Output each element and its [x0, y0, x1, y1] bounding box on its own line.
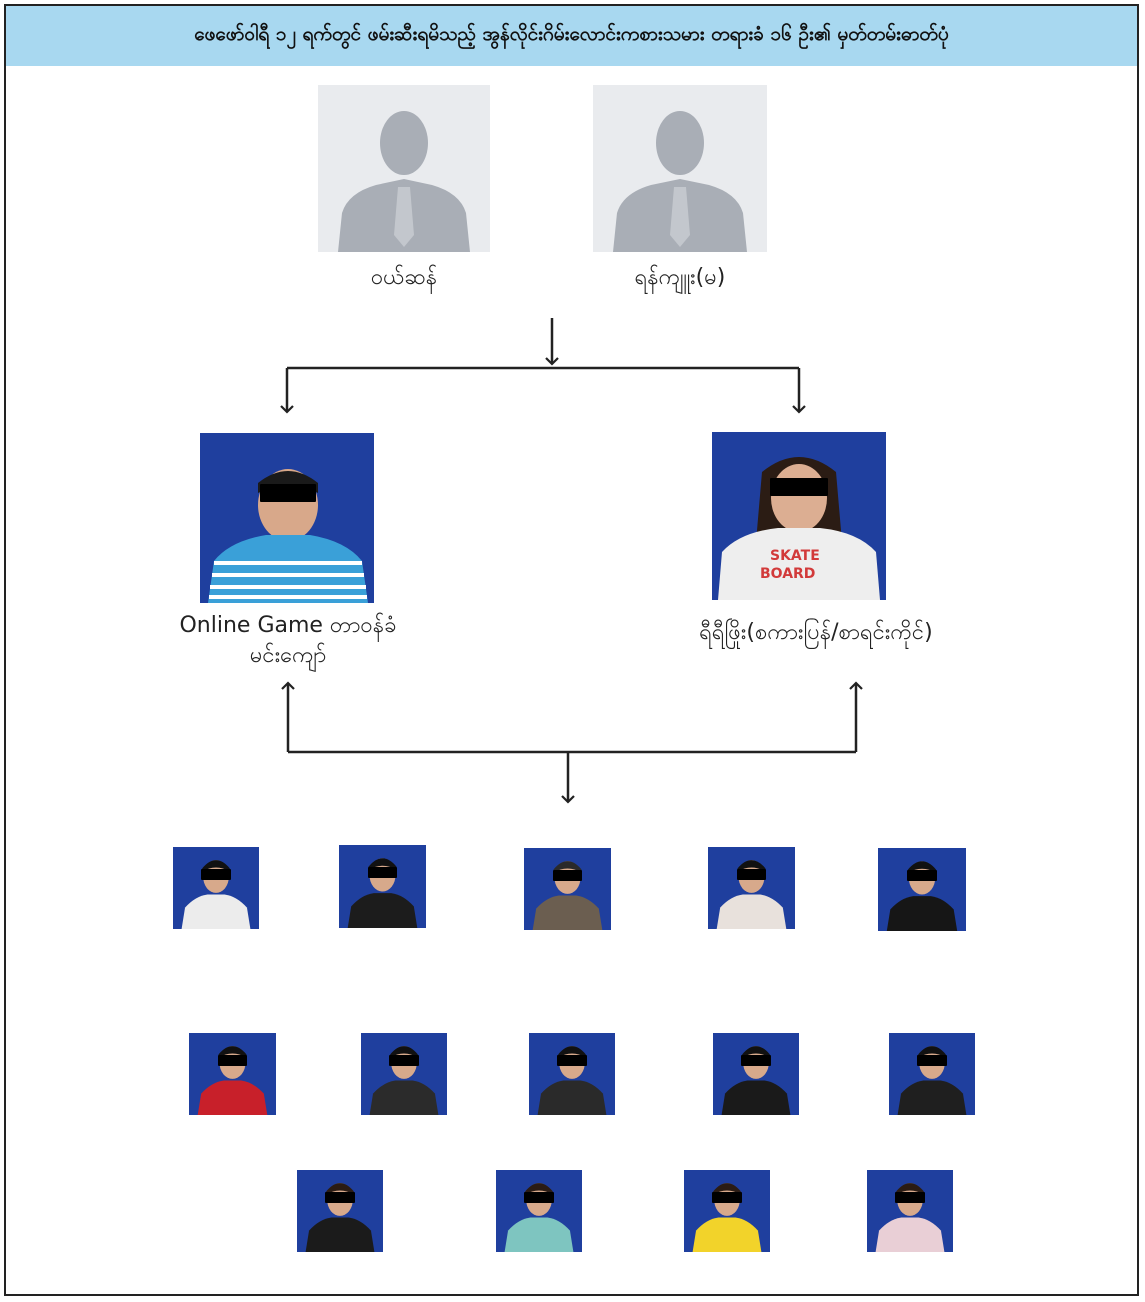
detainee-photo: [529, 1033, 615, 1115]
privacy-bar: [325, 1192, 355, 1204]
privacy-bar: [895, 1192, 925, 1204]
photo-interpreter-accountant: SKATE BOARD: [712, 432, 886, 600]
detainee-photo: [339, 845, 426, 928]
svg-text:BOARD: BOARD: [760, 566, 815, 582]
privacy-bar: [917, 1055, 947, 1067]
privacy-bar: [201, 869, 231, 881]
middle-left-label-line2: မင်းကျော်: [249, 643, 327, 668]
privacy-bar: [736, 869, 767, 881]
detainee-photo: [524, 848, 611, 930]
detainee-photo: [361, 1033, 447, 1115]
middle-right-label: ရီရီဖြိုး(စကားပြန်/စာရင်းကိုင်): [699, 620, 933, 645]
detainee-photo: [496, 1170, 582, 1252]
top-left-name: ဝယ်ဆန်: [370, 265, 438, 290]
detainee-photo: [878, 848, 966, 931]
privacy-bar: [557, 1055, 587, 1067]
privacy-bar: [367, 867, 398, 879]
privacy-bar: [770, 478, 828, 496]
detainee-photo: [708, 847, 795, 929]
middle-left-label: Online Game တာဝန်ခံ မင်းကျော်: [160, 611, 416, 671]
person-silhouette-icon: [318, 85, 490, 252]
top-right-name: ရန်ကျူး(မ): [634, 265, 726, 290]
privacy-bar: [217, 1055, 248, 1067]
detainee-photo: [867, 1170, 953, 1252]
privacy-bar: [712, 1192, 742, 1204]
privacy-bar: [907, 870, 937, 882]
privacy-bar: [524, 1192, 554, 1204]
privacy-bar: [389, 1055, 419, 1067]
detainee-photo: [173, 847, 259, 929]
svg-text:SKATE: SKATE: [770, 548, 820, 564]
detainee-photo: [713, 1033, 799, 1115]
page-title: ဖေဖော်ဝါရီ ၁၂ ရက်တွင် ဖမ်းဆီးရမိသည့် အွန…: [6, 6, 1137, 66]
person-silhouette-icon: [593, 85, 767, 252]
detainee-photo: [684, 1170, 770, 1252]
photo-online-game-manager: [200, 433, 374, 603]
middle-left-label-line1: Online Game တာဝန်ခံ: [179, 613, 397, 638]
privacy-bar: [741, 1055, 771, 1067]
detainee-photo: [297, 1170, 383, 1252]
privacy-bar: [260, 484, 316, 502]
privacy-bar: [552, 870, 583, 882]
detainee-photo: [189, 1033, 276, 1115]
detainee-photo: [889, 1033, 975, 1115]
